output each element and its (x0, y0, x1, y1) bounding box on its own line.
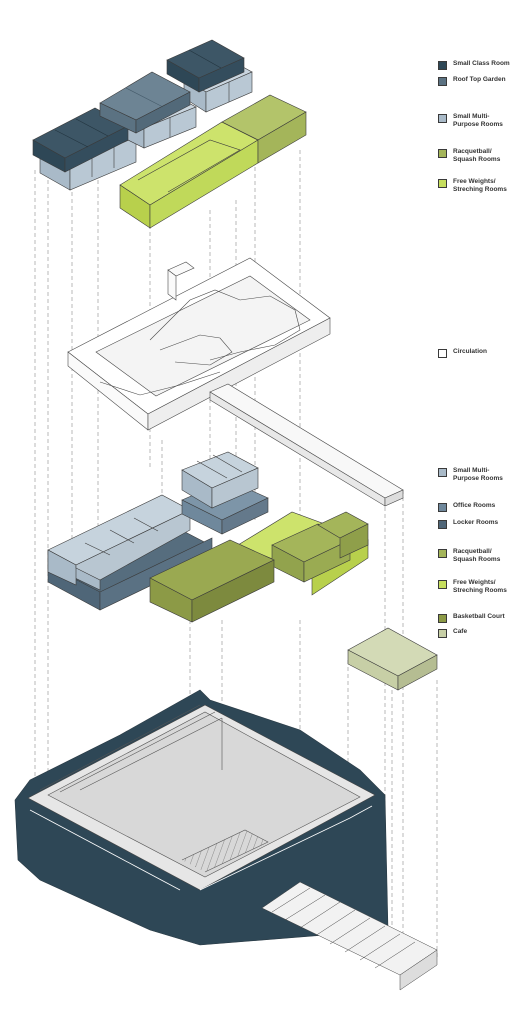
legend-swatch (438, 614, 447, 623)
legend-label: Roof Top Garden (453, 76, 506, 83)
legend-swatch (438, 179, 447, 188)
legend-item: Free Weights/ Streching Rooms (438, 178, 528, 194)
legend-swatch (438, 520, 447, 529)
legend-label: Basketball Court (453, 613, 505, 620)
legend-item: Racquetball/ Squash Rooms (438, 548, 528, 564)
legend-swatch (438, 349, 447, 358)
legend-item: Free Weights/ Streching Rooms (438, 579, 528, 595)
legend-swatch (438, 114, 447, 123)
legend-label: Free Weights/ Streching Rooms (453, 178, 507, 193)
legend-label: Racquetball/ Squash Rooms (453, 548, 501, 563)
legend-item: Roof Top Garden (438, 76, 528, 86)
legend-swatch (438, 468, 447, 477)
legend-label: Small Multi- Purpose Rooms (453, 113, 503, 128)
legend-label: Locker Rooms (453, 519, 499, 526)
legend-swatch (438, 629, 447, 638)
legend-swatch (438, 503, 447, 512)
legend-item: Small Multi- Purpose Rooms (438, 113, 528, 129)
legend-label: Office Rooms (453, 502, 496, 509)
legend-label: Racquetball/ Squash Rooms (453, 148, 501, 163)
legend-label: Circulation (453, 348, 487, 355)
legend-swatch (438, 61, 447, 70)
legend-swatch (438, 149, 447, 158)
legend-swatch (438, 77, 447, 86)
entry-ramp (261, 881, 438, 991)
legend-item: Locker Rooms (438, 519, 528, 529)
base-shell (14, 689, 389, 946)
legend-item: Basketball Court (438, 613, 528, 623)
legend-item: Cafe (438, 628, 528, 638)
legend-label: Small Multi- Purpose Rooms (453, 467, 503, 482)
legend-swatch (438, 549, 447, 558)
legend-label: Small Class Room (453, 60, 510, 67)
legend-item: Small Class Room (438, 60, 528, 70)
legend-swatch (438, 580, 447, 589)
legend-item: Circulation (438, 348, 528, 358)
legend-label: Free Weights/ Streching Rooms (453, 579, 507, 594)
legend-label: Cafe (453, 628, 468, 635)
legend-item: Racquetball/ Squash Rooms (438, 148, 528, 164)
legend-item: Office Rooms (438, 502, 528, 512)
legend-item: Small Multi- Purpose Rooms (438, 467, 528, 483)
top-layer-rooms (32, 39, 307, 229)
middle-layer-rooms (47, 451, 438, 691)
circulation-layer (67, 257, 404, 507)
